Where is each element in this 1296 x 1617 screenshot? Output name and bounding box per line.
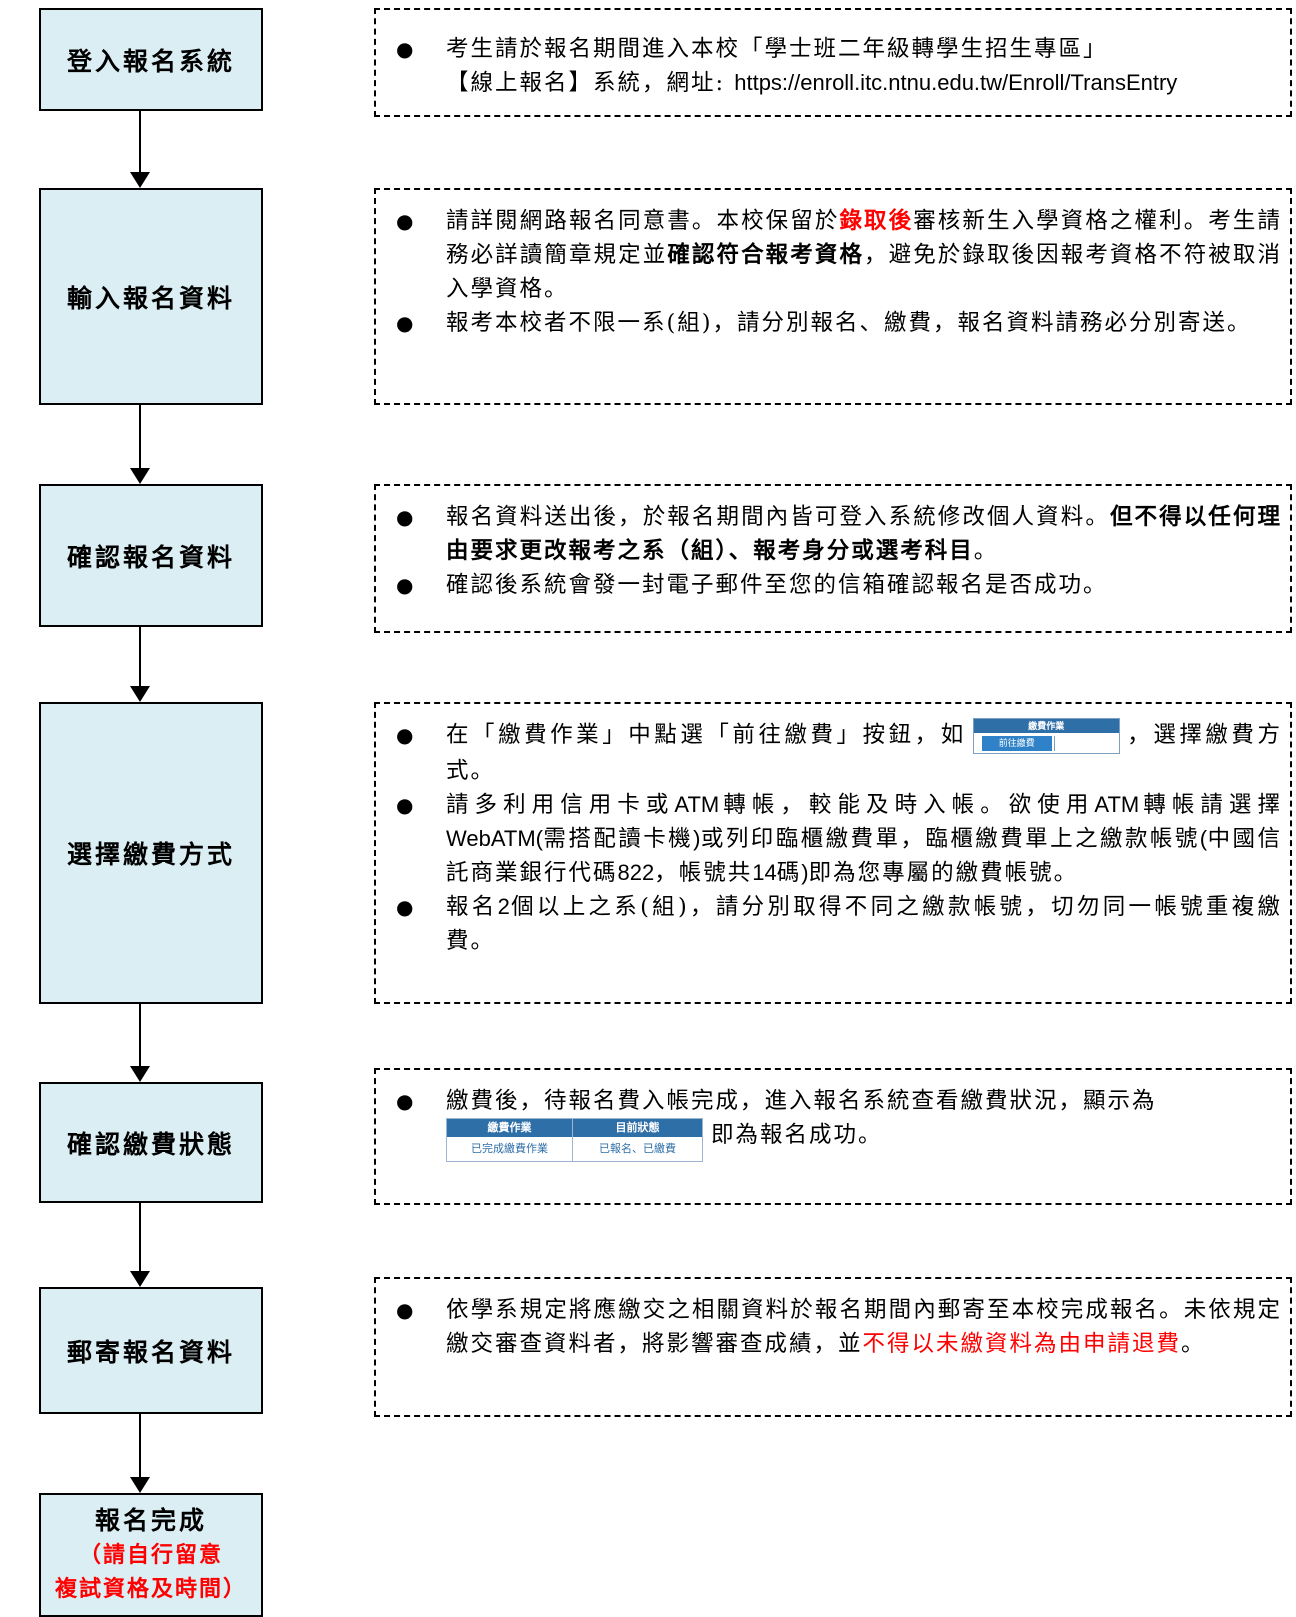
step-sub-label: 複試資格及時間） — [54, 1576, 247, 1602]
flow-arrow — [130, 1004, 150, 1082]
note-text: 碼 — [776, 860, 802, 886]
note-text: 轉帳請選擇 — [1139, 792, 1282, 818]
note-bullet: ● 報考本校者不限一系(組)，請分別報名、繳費，報名資料請務必分別寄送。 — [390, 306, 1282, 340]
note-status: ● 繳費後，待報名費入帳完成，進入報名系統查看繳費狀況，顯示為 繳費作業 目前狀態… — [374, 1068, 1292, 1205]
note-bullet: ● 在「繳費作業」中點選「前往繳費」按鈕，如繳費作業前往繳費，選擇繳費方式。 — [390, 718, 1282, 788]
note-text: 。 — [973, 538, 999, 564]
note-text: WebATM( — [446, 826, 543, 851]
note-text: 14 — [752, 860, 777, 885]
highlight-text: 錄取後 — [839, 208, 914, 234]
note-text: ATM — [674, 792, 720, 817]
table-cell: 已完成繳費作業 — [447, 1137, 573, 1161]
bullet-icon: ● — [396, 1298, 416, 1322]
note-text: 。 — [1181, 1331, 1206, 1357]
step-input: 輸入報名資料 — [39, 188, 263, 405]
step-label: 登入報名系統 — [66, 46, 235, 76]
note-bullet: ● 報名2個以上之系(組)，請分別取得不同之繳款帳號，切勿同一帳號重複繳費。 — [390, 890, 1282, 958]
bullet-icon: ● — [396, 311, 416, 335]
widget-header: 繳費作業 — [973, 719, 1119, 733]
note-bullet: ● 繳費後，待報名費入帳完成，進入報名系統查看繳費狀況，顯示為 繳費作業 目前狀態… — [390, 1084, 1282, 1162]
note-payment: ● 在「繳費作業」中點選「前往繳費」按鈕，如繳費作業前往繳費，選擇繳費方式。 ●… — [374, 702, 1292, 1004]
note-text: 請多利用信用卡或 — [446, 792, 675, 818]
note-login: ● 考生請於報名期間進入本校「學士班二年級轉學生招生專區」 【線上報名】系統，網… — [374, 8, 1292, 117]
go-to-payment-button[interactable]: 前往繳費 — [981, 736, 1052, 751]
note-text: 2 — [497, 894, 510, 919]
step-complete: 報名完成 （請自行留意 複試資格及時間） — [39, 1493, 263, 1617]
step-label: 選擇繳費方式 — [66, 840, 235, 869]
flow-arrow — [130, 405, 150, 484]
note-bullet: ● 請詳閱網路報名同意書。本校保留於錄取後審核新生入學資格之權利。考生請務必詳讀… — [390, 204, 1282, 306]
note-bullet: ● 確認後系統會發一封電子郵件至您的信箱確認報名是否成功。 — [390, 568, 1282, 602]
note-text: 需搭配讀卡機 — [542, 826, 694, 852]
bullet-icon: ● — [396, 723, 416, 747]
step-payment: 選擇繳費方式 — [39, 702, 263, 1004]
note-text: 即為您專屬的繳費帳號。 — [808, 860, 1079, 886]
note-bullet: ● 請多利用信用卡或ATM轉帳，較能及時入帳。欲使用ATM轉帳請選擇WebATM… — [390, 788, 1282, 890]
note-text: 報名 — [446, 894, 498, 920]
flow-arrow — [130, 1414, 150, 1493]
note-text: 依學系規定將應繳交之相關資料於報名期間內郵寄至本校完成報名。未依規定繳交審查資料… — [446, 1297, 1282, 1357]
note-text: 請詳閱網路報名同意書。本校保留於 — [446, 208, 840, 234]
note-text: ( — [1199, 826, 1208, 851]
note-text: 【線上報名】系統，網址: — [446, 70, 735, 96]
note-text: 中國信託商業銀行代碼 — [446, 826, 1282, 886]
note-text: 審核新生入學資格之權利。考生請務必詳讀簡章規定並 — [446, 208, 1282, 268]
note-text: ) — [801, 860, 809, 885]
bullet-icon: ● — [396, 37, 416, 61]
note-text: ，帳號共 — [654, 860, 753, 886]
bullet-icon: ● — [396, 505, 416, 529]
table-header: 目前狀態 — [615, 1122, 660, 1134]
flow-arrow — [130, 111, 150, 188]
bullet-icon: ● — [396, 895, 416, 919]
payment-status-table-sample: 繳費作業 目前狀態 已完成繳費作業 已報名、已繳費 — [446, 1118, 703, 1162]
note-text: 確認後系統會發一封電子郵件至您的信箱確認報名是否成功。 — [446, 572, 1108, 598]
step-login: 登入報名系統 — [39, 8, 263, 111]
table-header: 繳費作業 — [447, 1119, 573, 1137]
bullet-icon: ● — [396, 209, 416, 233]
note-text: ) — [693, 826, 701, 851]
step-label: 輸入報名資料 — [66, 283, 235, 313]
note-text: 即為報名成功。 — [711, 1122, 883, 1148]
step-label: 郵寄報名資料 — [66, 1337, 235, 1367]
note-input: ● 請詳閱網路報名同意書。本校保留於錄取後審核新生入學資格之權利。考生請務必詳讀… — [374, 188, 1292, 405]
note-text: 報名資料送出後，於報名期間內皆可登入系統修改個人資料。 — [446, 504, 1110, 530]
step-label: 確認報名資料 — [66, 542, 235, 572]
note-text: 822 — [617, 860, 655, 885]
bullet-icon: ● — [396, 573, 416, 597]
note-bullet: ● 考生請於報名期間進入本校「學士班二年級轉學生招生專區」 【線上報名】系統，網… — [390, 32, 1282, 100]
note-text: 個以上之系(組)，請分別取得不同之繳款帳號，切勿同一帳號重複繳費。 — [446, 894, 1282, 954]
note-text: 或列印臨櫃繳費單，臨櫃繳費單上之繳款帳號 — [700, 826, 1200, 852]
note-text: ，選擇繳費方式。 — [446, 722, 1282, 784]
step-mail: 郵寄報名資料 — [39, 1287, 263, 1414]
emphasis-text: 但不得以任何理由要求更改報考之系（組）、報考身分或選考科目 — [446, 504, 1282, 564]
note-text: 考生請於報名期間進入本校「學士班二年級轉學生招生專區」 — [446, 36, 1108, 62]
flow-arrow — [130, 627, 150, 702]
step-sub-label: （請自行留意 — [78, 1542, 223, 1568]
note-bullet: ● 報名資料送出後，於報名期間內皆可登入系統修改個人資料。但不得以任何理由要求更… — [390, 500, 1282, 568]
note-text: 繳費後，待報名費入帳完成，進入報名系統查看繳費狀況，顯示為 — [446, 1088, 1157, 1114]
note-text: 報考本校者不限一系(組)，請分別報名、繳費，報名資料請務必分別寄送。 — [446, 310, 1252, 336]
note-text: ，避免於錄取後因報考資格不符被取消入學資格。 — [446, 242, 1282, 302]
step-label: 確認繳費狀態 — [66, 1129, 235, 1159]
bullet-icon: ● — [396, 793, 416, 817]
payment-widget-sample: 繳費作業前往繳費 — [972, 718, 1120, 754]
note-confirm: ● 報名資料送出後，於報名期間內皆可登入系統修改個人資料。但不得以任何理由要求更… — [374, 484, 1292, 633]
highlight-text: 不得以未繳資料為由申請退費 — [862, 1331, 1182, 1357]
step-confirm: 確認報名資料 — [39, 484, 263, 627]
step-label: 報名完成 — [94, 1506, 207, 1535]
table-cell: 已報名、已繳費 — [599, 1143, 676, 1155]
step-status: 確認繳費狀態 — [39, 1082, 263, 1203]
bullet-icon: ● — [396, 1089, 416, 1113]
note-mail: ● 依學系規定將應繳交之相關資料於報名期間內郵寄至本校完成報名。未依規定繳交審查… — [374, 1277, 1292, 1417]
note-bullet: ● 依學系規定將應繳交之相關資料於報名期間內郵寄至本校完成報名。未依規定繳交審查… — [390, 1293, 1282, 1361]
note-text: 轉帳，較能及時入帳。欲使用 — [719, 792, 1095, 818]
note-text: ATM — [1094, 792, 1140, 817]
note-text: 在「繳費作業」中點選「前往繳費」按鈕，如 — [446, 722, 967, 748]
emphasis-text: 確認符合報考資格 — [667, 242, 865, 268]
flow-arrow — [130, 1203, 150, 1287]
registration-url-link[interactable]: https://enroll.itc.ntnu.edu.tw/Enroll/Tr… — [734, 70, 1178, 95]
